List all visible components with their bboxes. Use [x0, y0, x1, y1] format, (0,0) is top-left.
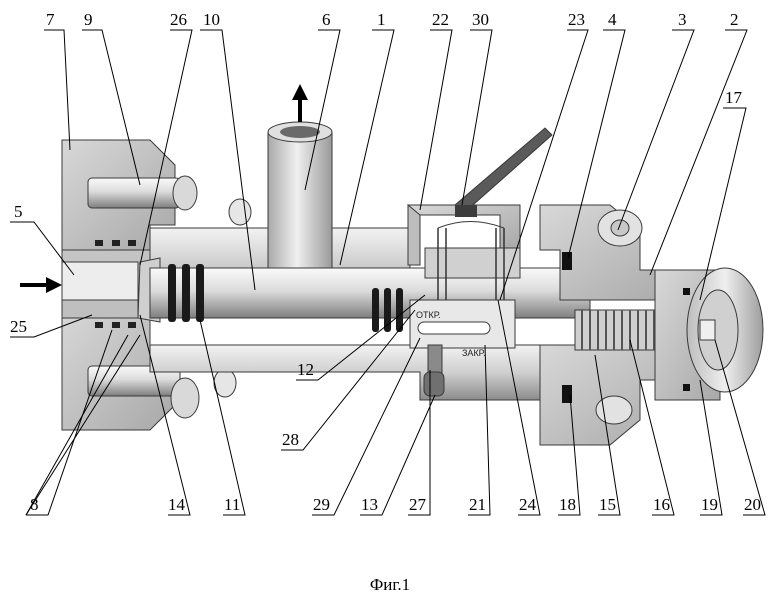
label-1: 1 — [377, 10, 386, 29]
label-22: 22 — [432, 10, 449, 29]
figure-caption: Фиг.1 — [370, 575, 410, 594]
label-19: 19 — [701, 495, 718, 514]
label-2: 2 — [730, 10, 739, 29]
label-24: 24 — [519, 495, 537, 514]
label-21: 21 — [469, 495, 486, 514]
label-15: 15 — [599, 495, 616, 514]
end-cap — [655, 268, 763, 400]
threaded-screw — [575, 310, 660, 350]
tag-closed: ЗАКР. — [462, 348, 485, 358]
label-14: 14 — [168, 495, 186, 514]
inlet-arrow-head — [46, 277, 62, 293]
label-18: 18 — [559, 495, 576, 514]
label-17: 17 — [725, 88, 743, 107]
label-13: 13 — [361, 495, 378, 514]
label-12: 12 — [297, 360, 314, 379]
label-27: 27 — [409, 495, 427, 514]
label-5: 5 — [14, 202, 23, 221]
label-16: 16 — [653, 495, 670, 514]
label-26: 26 — [170, 10, 187, 29]
valve-rod — [138, 258, 590, 332]
valve-assembly-drawing: ОТКР. ЗАКР. — [20, 84, 763, 445]
label-11: 11 — [224, 495, 240, 514]
label-25: 25 — [10, 317, 27, 336]
label-9: 9 — [84, 10, 93, 29]
label-4: 4 — [608, 10, 617, 29]
label-28: 28 — [282, 430, 299, 449]
outlet-arrow-head — [292, 84, 308, 100]
label-8: 8 — [30, 495, 39, 514]
label-3: 3 — [678, 10, 687, 29]
tag-open: ОТКР. — [416, 310, 441, 320]
label-23: 23 — [568, 10, 585, 29]
label-7: 7 — [46, 10, 55, 29]
label-20: 20 — [744, 495, 761, 514]
label-10: 10 — [203, 10, 220, 29]
label-30: 30 — [472, 10, 489, 29]
label-29: 29 — [313, 495, 330, 514]
label-6: 6 — [322, 10, 331, 29]
